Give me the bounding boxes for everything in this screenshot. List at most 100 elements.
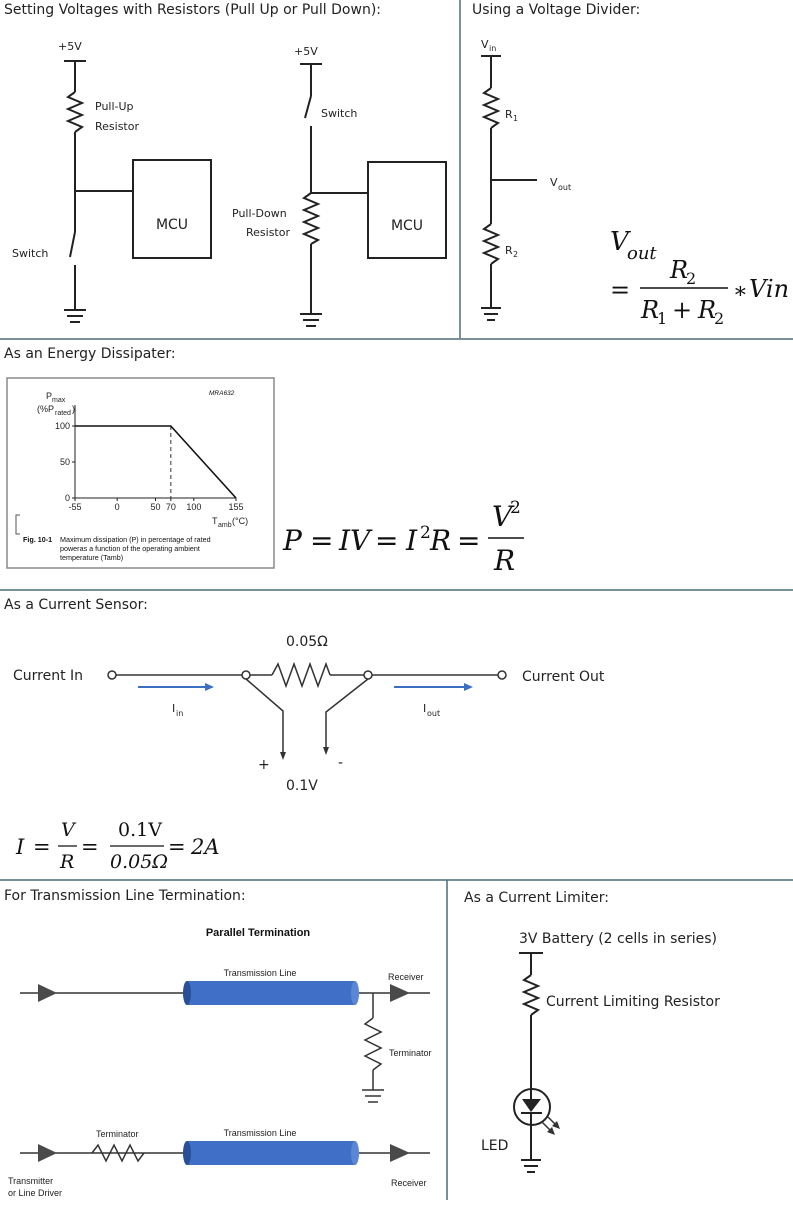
pull-up-switch-label: Switch (12, 247, 48, 260)
iin-arrowhead (205, 683, 214, 691)
divider-formula-num: R (669, 256, 688, 284)
energy-section-title: As an Energy Dissipater: (4, 346, 176, 362)
r2-label: R (505, 244, 513, 257)
output-terminal (497, 670, 507, 680)
caption-line-2: poweras a function of the operating ambi… (60, 544, 200, 553)
sense-lead-plus-arrow (280, 752, 286, 760)
divider-formula-den-plus: + (672, 296, 692, 324)
bottom-transmission-line-cable (187, 1141, 355, 1165)
pull-down-mcu-box (367, 161, 447, 259)
chart-xtick-label: 0 (115, 502, 120, 512)
power-formula-v-exp: 2 (510, 498, 521, 518)
caption-ref: Fig. 10-1 (23, 535, 52, 544)
r2-resistor-symbol (481, 223, 501, 265)
caption-line-1: Maximum dissipation (P) in percentage of… (60, 535, 211, 544)
chart-series-line (75, 425, 237, 499)
ohms-formula-eq1: = (33, 835, 51, 859)
ohms-law-formula: I = V R = 0.1V 0.05Ω = 2A (15, 819, 220, 873)
ohms-formula-v: V (61, 819, 77, 841)
chart-ylabel-unit-end: ) (72, 404, 75, 414)
pull-up-mcu-label: MCU (156, 217, 188, 233)
chart-xlabel-unit: (°C) (232, 516, 248, 526)
chart-xlabel: T (212, 516, 218, 526)
chart-xtick-label: -55 (68, 502, 81, 512)
bottom-cable-end-left (183, 1141, 191, 1165)
battery-label: 3V Battery (2 cells in series) (519, 931, 717, 947)
sense-lead-plus (245, 678, 284, 755)
pull-down-resistor-label-1: Pull-Down (232, 207, 287, 220)
pull-up-resistor-symbol (65, 91, 85, 133)
chart-ticks (72, 425, 237, 501)
pull-up-resistor-label-2: Resistor (95, 120, 139, 133)
divider-formula: V out = R 2 R 1 + R 2 ∗ Vin (610, 227, 789, 328)
ohms-formula-i: I (15, 835, 25, 859)
top-transmission-line-cable (187, 981, 355, 1005)
power-formula-r: R (429, 524, 451, 557)
power-formula-iv: IV (338, 524, 373, 557)
sensor-section-title: As a Current Sensor: (4, 597, 148, 613)
chart-xlabel-sub: amb (218, 522, 232, 529)
divider-formula-num-sub: 2 (686, 269, 696, 288)
vin-sub: in (489, 44, 496, 53)
chart-ytick-label: 50 (60, 457, 70, 467)
top-cable-end-left (183, 981, 191, 1005)
pull-up-resistor-label-1: Pull-Up (95, 100, 134, 113)
divider-formula-den-b: R (697, 296, 716, 324)
sense-lead-minus (325, 678, 369, 750)
power-formula-den: R (493, 544, 515, 577)
divider-formula-times: ∗ (733, 279, 748, 304)
limiting-resistor-symbol (521, 974, 541, 1016)
limiter-ground-symbol (521, 1159, 541, 1173)
derating-chart-frame (6, 377, 275, 569)
top-receiver-arrow (390, 984, 410, 1002)
top-receiver-label: Receiver (388, 972, 424, 982)
transmitter-label-2: or Line Driver (8, 1188, 62, 1198)
pull-down-resistor-symbol (301, 192, 321, 245)
limiting-resistor-label: Current Limiting Resistor (546, 994, 720, 1010)
power-formula-eq2: = (375, 524, 398, 557)
ohms-formula-r: R (59, 851, 74, 873)
top-cable-end-right (351, 981, 359, 1005)
power-formula-p: P (282, 524, 303, 557)
ohms-formula-eq2: = (81, 835, 99, 859)
divider-formula-eq: = (610, 276, 630, 304)
power-formula-i: I (405, 524, 418, 557)
series-terminator-symbol (91, 1143, 145, 1163)
ohms-formula-result: 2A (190, 835, 220, 859)
sense-node-left (241, 670, 251, 680)
top-transmission-line-label: Transmission Line (224, 968, 297, 978)
input-terminal (107, 670, 117, 680)
pull-down-switch-symbol (304, 95, 312, 119)
iin-sub: in (176, 709, 183, 718)
pull-down-circuit: +5V Switch Pull-Down Resistor MCU (232, 45, 447, 327)
vin-label: V (481, 38, 489, 51)
divider-ground-symbol (481, 307, 501, 321)
transmitter-label-1: Transmitter (8, 1176, 53, 1186)
terminator-ground-symbol (362, 1089, 384, 1103)
vout-label: V (550, 176, 558, 189)
ohms-formula-den: 0.05Ω (110, 851, 168, 873)
parallel-terminator-label: Terminator (389, 1048, 432, 1058)
chart-ylabel-main: P (46, 391, 52, 401)
iout-sub: out (427, 709, 440, 718)
chart-ytick-label: 0 (65, 493, 70, 503)
r1-resistor-symbol (481, 87, 501, 129)
power-formula-eq3: = (457, 524, 480, 557)
divider-section: Using a Voltage Divider: V in R 1 R 2 V … (472, 2, 789, 328)
iout-label: I (423, 702, 426, 715)
bottom-receiver-label: Receiver (391, 1178, 427, 1188)
sense-plus-label: + (258, 757, 270, 773)
power-formula: P = IV = I 2 R = V 2 R (282, 498, 524, 577)
sense-minus-label: - (338, 755, 343, 771)
divider-formula-lhs-sub: out (627, 243, 657, 264)
chart-ylabel-main-sub: max (52, 397, 66, 404)
pull-down-resistor-label-2: Resistor (246, 226, 290, 239)
chart-code: MRA632 (209, 390, 235, 397)
pull-up-switch-symbol (69, 231, 76, 258)
chart-xtick-label: 100 (186, 502, 201, 512)
transmission-section: For Transmission Line Termination: Paral… (4, 888, 432, 1198)
top-driver-arrow (38, 984, 57, 1002)
